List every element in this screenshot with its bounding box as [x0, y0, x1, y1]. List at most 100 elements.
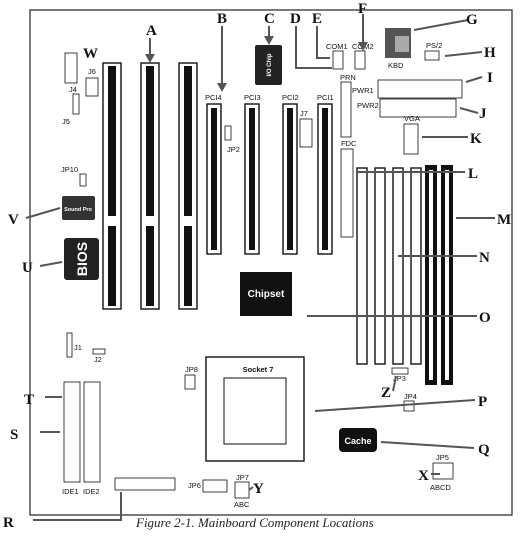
callout-w: W [83, 46, 98, 62]
pwr1-connector [377, 79, 463, 99]
callout-f: F [358, 1, 367, 17]
callout-h: H [484, 45, 496, 61]
chipset-chip: Chipset [240, 272, 292, 316]
ide1-label: IDE1 [62, 487, 79, 496]
j6-header [85, 77, 99, 97]
io-chip: I/O Chip [255, 45, 282, 85]
pci4-label: PCI4 [205, 93, 222, 102]
callout-d: D [290, 11, 301, 27]
callout-t: T [24, 392, 34, 408]
pci3-label: PCI3 [244, 93, 261, 102]
callout-i: I [487, 70, 493, 86]
ide2-label: IDE2 [83, 487, 100, 496]
callout-j: J [479, 106, 487, 122]
isa-slots [102, 62, 198, 310]
svg-text:Sound Pro: Sound Pro [64, 207, 92, 213]
jp5-label: JP5 [436, 453, 449, 462]
callout-m: M [497, 212, 511, 228]
callout-y: Y [253, 481, 264, 497]
jp2-jumper [224, 125, 232, 141]
j1-header [66, 332, 73, 358]
jp5-jumper [432, 462, 454, 480]
fdc-connector [340, 148, 354, 238]
svg-text:BIOS: BIOS [74, 242, 90, 276]
cache-chip: Cache [339, 428, 377, 452]
ide2-connector [83, 381, 101, 483]
callout-arrows [25, 14, 495, 521]
sound-chip: Sound Pro [62, 196, 95, 220]
bios-chip: BIOS [64, 238, 99, 280]
callout-u: U [22, 260, 33, 276]
svg-text:Chipset: Chipset [248, 289, 285, 300]
svg-text:I/O Chip: I/O Chip [267, 53, 273, 76]
j6-label: J6 [88, 67, 96, 76]
jp3-label: JP3 [393, 374, 406, 383]
callout-k: K [470, 131, 482, 147]
pci1-label: PCI1 [317, 93, 334, 102]
jp5-abcd-label: ABCD [430, 483, 451, 492]
ps2-label: PS/2 [426, 41, 442, 50]
callout-o: O [479, 310, 491, 326]
callout-b: B [217, 11, 227, 27]
j2-label: J2 [94, 355, 102, 364]
prn-label: PRN [340, 73, 356, 82]
vga-header [403, 123, 419, 155]
jp7-abc-label: ABC [234, 500, 250, 509]
j5-label: J5 [62, 117, 70, 126]
svg-text:Cache: Cache [344, 436, 371, 446]
pwr2-connector [379, 98, 457, 118]
front-panel-header [114, 477, 176, 491]
callout-l: L [468, 166, 478, 182]
callout-c: C [264, 11, 275, 27]
dimm-slots [425, 165, 453, 385]
ps2-header [424, 50, 440, 61]
jp10-jumper [79, 173, 87, 187]
callout-s: S [10, 427, 18, 443]
j2-header [92, 348, 106, 355]
simm-slots [356, 167, 422, 365]
figure-caption: Figure 2-1. Mainboard Component Location… [135, 515, 374, 530]
pci-slots [206, 103, 333, 255]
callout-g: G [466, 12, 478, 28]
j4-header [72, 93, 80, 115]
j1-label: J1 [74, 343, 82, 352]
jp8-jumper [184, 374, 196, 390]
fdc-label: FDC [341, 139, 357, 148]
vga-label: VGA [404, 114, 420, 123]
com1-header [332, 50, 344, 70]
jp3-jumper [391, 367, 409, 375]
jp6-jumper [202, 479, 228, 493]
callout-n: N [479, 250, 490, 266]
jp7-jumper [234, 481, 250, 499]
callout-v: V [8, 212, 19, 228]
pwr1-label: PWR1 [352, 86, 374, 95]
jp10-label: JP10 [61, 165, 78, 174]
kbd-label: KBD [388, 61, 404, 70]
jp8-label: JP8 [185, 365, 198, 374]
com2-header [354, 50, 366, 70]
svg-text:Socket 7: Socket 7 [243, 365, 274, 374]
prn-header [340, 81, 352, 138]
callout-e: E [312, 11, 322, 27]
callout-q: Q [478, 442, 490, 458]
j7-label: J7 [300, 109, 308, 118]
j7-header [299, 118, 313, 148]
jp2-label: JP2 [227, 145, 240, 154]
cpu-socket: Socket 7 [205, 356, 305, 462]
jp7-label: JP7 [236, 473, 249, 482]
com1-label: COM1 [326, 42, 348, 51]
pci2-label: PCI2 [282, 93, 299, 102]
callout-x: X [418, 468, 429, 484]
pwr2-label: PWR2 [357, 101, 379, 110]
ide1-connector [63, 381, 81, 483]
callout-a: A [146, 23, 157, 39]
w-header [64, 52, 78, 84]
jp4-jumper [403, 400, 415, 412]
jp4-label: JP4 [404, 392, 417, 401]
callout-r: R [3, 515, 14, 531]
callout-z: Z [381, 385, 391, 401]
j4-label: J4 [69, 85, 77, 94]
jp6-label: JP6 [188, 481, 201, 490]
callout-p: P [478, 394, 487, 410]
